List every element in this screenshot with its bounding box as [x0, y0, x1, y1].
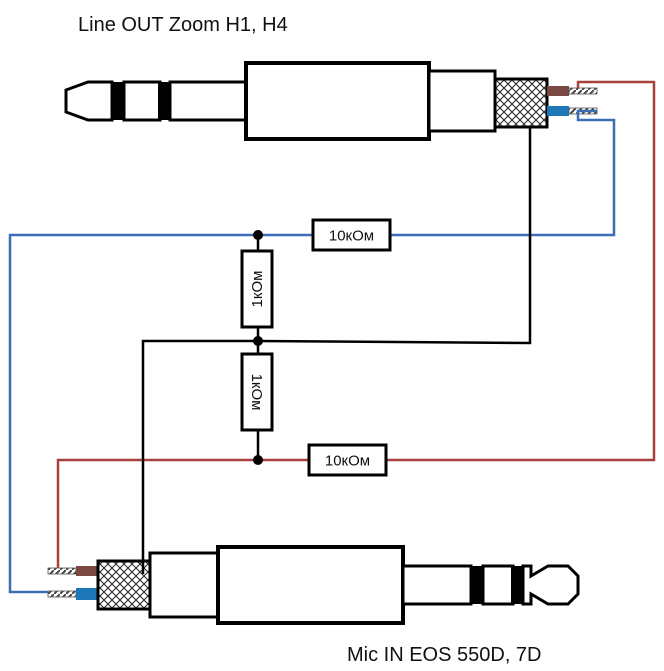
bottom-brown-wire-insulation: [76, 566, 98, 576]
bottom-plug-strain-relief: [148, 551, 220, 619]
blue-wire-top-to-r10k: [390, 109, 616, 237]
junction-dot-ground: [253, 336, 263, 346]
top-plug: [64, 61, 598, 141]
resistor-bottom-shunt: 1кОм: [240, 352, 274, 432]
bottom-plug: [47, 545, 580, 625]
bottom-blue-wire-insulation: [76, 588, 98, 600]
top-plug-tip: [64, 80, 114, 122]
resistor-bottom-series: 10кОм: [307, 443, 388, 477]
bottom-brown-wire-strands: [47, 567, 77, 575]
bottom-blue-wire-strands: [47, 590, 77, 598]
top-brown-wire-insulation: [547, 86, 569, 96]
top-cable-shield-braid: [493, 77, 549, 129]
ground-wire: [141, 127, 532, 574]
top-brown-wire-strands: [568, 87, 598, 95]
top-plug-ring-insulator-2: [158, 82, 170, 120]
top-plug-sleeve: [168, 80, 248, 122]
bottom-plug-ring: [481, 564, 515, 606]
title-mic-in: Mic IN EOS 550D, 7D: [347, 644, 542, 666]
junction-dot-red: [253, 455, 263, 465]
bottom-plug-ring-insulator-2: [471, 566, 483, 604]
resistor-bottom-shunt-label: 1кОм: [248, 374, 265, 411]
title-line-out: Line OUT Zoom H1, H4: [78, 14, 288, 36]
bottom-plug-tip: [521, 564, 580, 606]
top-plug-ring-insulator-1: [112, 82, 124, 120]
blue-wire-node-to-bottom: [8, 233, 313, 594]
top-plug-strain-relief: [427, 69, 497, 133]
junction-dot-blue: [253, 230, 263, 240]
bottom-plug-sleeve: [401, 564, 473, 606]
top-plug-ring: [122, 80, 162, 122]
resistor-top-shunt: 1кОм: [240, 249, 274, 329]
top-blue-wire-insulation: [547, 106, 569, 116]
resistor-top-shunt-label: 1кОм: [249, 271, 266, 308]
resistor-top-series: 10кОм: [311, 218, 392, 252]
top-plug-body: [244, 61, 431, 141]
red-wire-top-to-r10k: [386, 80, 656, 462]
resistor-bottom-series-label: 10кОм: [325, 453, 370, 470]
bottom-plug-body: [216, 545, 405, 625]
red-wire-node-to-bottom: [56, 458, 309, 568]
resistor-top-series-label: 10кОм: [329, 228, 374, 245]
bottom-plug-ring-insulator-1: [511, 566, 523, 604]
